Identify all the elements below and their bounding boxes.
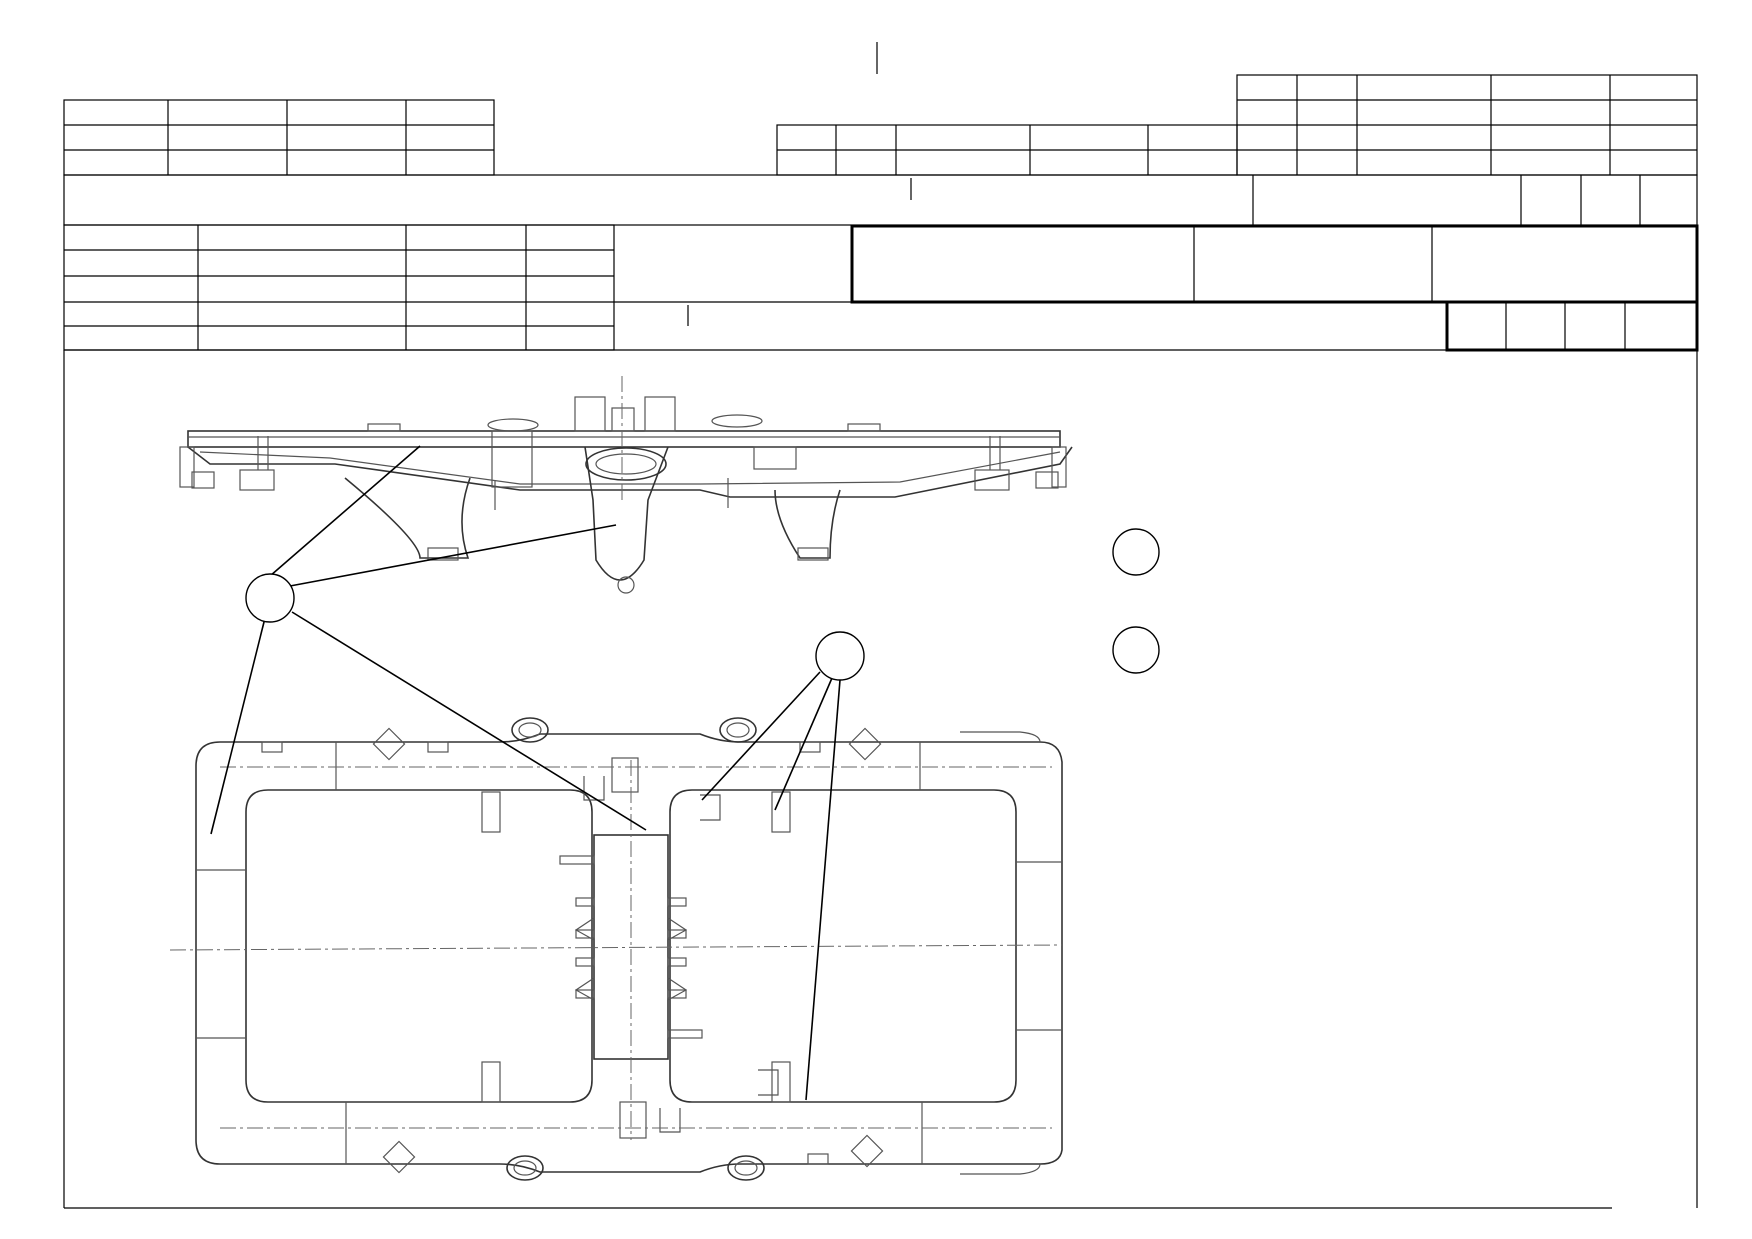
- callout-circles: [245, 528, 1160, 681]
- right-top-table: [1236, 74, 1698, 176]
- lower-left-table: [63, 224, 615, 351]
- callout-circle-right: [815, 631, 865, 681]
- legend-circle-1: [1112, 528, 1160, 576]
- side-view-drawing: [179, 376, 1073, 594]
- callout-circle-left: [245, 573, 295, 623]
- lower-right-block: [64, 224, 1699, 352]
- title-block: [63, 42, 1699, 1209]
- transom-ribs: [574, 897, 688, 1001]
- title-row: [63, 174, 1698, 226]
- legend-circle-2: [1112, 626, 1160, 674]
- middle-top-table: [776, 124, 1238, 176]
- left-top-table: [63, 99, 495, 176]
- plan-view-drawing: [169, 717, 1063, 1181]
- callout-leaders: [210, 445, 841, 1101]
